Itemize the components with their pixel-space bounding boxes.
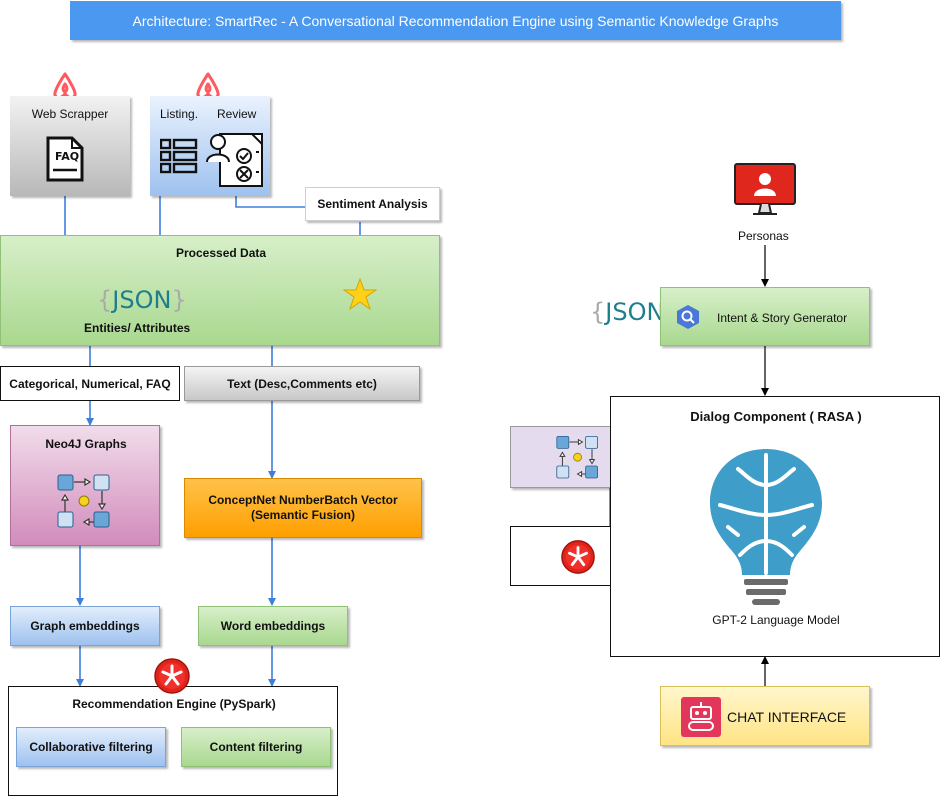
listing-review-node: Listing. Review	[150, 96, 270, 196]
dialog-label: Dialog Component ( RASA )	[690, 409, 862, 424]
word-embeddings-label: Word embeddings	[220, 619, 326, 633]
review-label: Review	[217, 107, 257, 121]
json-label: JSON	[605, 298, 665, 326]
listing-icon	[160, 138, 198, 174]
brain-lightbulb-icon	[710, 449, 822, 605]
spark-badge-icon	[561, 540, 595, 574]
sentiment-analysis-node: Sentiment Analysis	[305, 187, 440, 221]
processed-data-label: Processed Data	[176, 246, 267, 260]
web-scrapper-node: Web Scrapper FAQ	[10, 96, 130, 196]
graph-network-icon	[556, 436, 598, 479]
personas-label: Personas	[738, 229, 789, 243]
json-icon: {JSON}	[97, 286, 187, 314]
chat-robot-icon	[681, 697, 721, 737]
content-label: Content filtering	[209, 740, 303, 754]
text-label: Text (Desc,Comments etc)	[227, 376, 377, 391]
content-filtering-node: Content filtering	[181, 727, 331, 767]
cloud-search-icon	[677, 305, 699, 329]
persona-monitor-icon	[734, 163, 796, 215]
rec-engine-label: Recommendation Engine (PySpark)	[72, 697, 276, 711]
gpt2-label: GPT-2 Language Model	[712, 613, 840, 627]
title-banner: Architecture: SmartRec - A Conversationa…	[70, 1, 841, 40]
chat-label: CHAT INTERFACE	[727, 709, 847, 725]
collaborative-label: Collaborative filtering	[29, 740, 153, 754]
collaborative-filtering-node: Collaborative filtering	[16, 727, 166, 767]
conceptnet-line1: ConceptNet NumberBatch Vector	[208, 493, 398, 507]
graph-embeddings-node: Graph embeddings	[10, 606, 160, 646]
dialog-component-node: Dialog Component ( RASA ) GPT-2 Language…	[610, 396, 940, 657]
categorical-label: Categorical, Numerical, FAQ	[9, 376, 171, 391]
intent-label: Intent & Story Generator	[717, 311, 848, 325]
web-scrapper-label: Web Scrapper	[31, 107, 109, 121]
word-embeddings-node: Word embeddings	[198, 606, 348, 646]
conceptnet-line2: (Semantic Fusion)	[250, 508, 355, 522]
sentiment-label: Sentiment Analysis	[317, 197, 428, 211]
airbnb-logo-icon	[53, 72, 77, 100]
title-text: Architecture: SmartRec - A Conversationa…	[132, 12, 779, 29]
graph-network-icon	[57, 474, 110, 528]
review-icon	[206, 133, 263, 187]
processed-data-node: Processed Data {JSON} Entities/ Attribut…	[0, 235, 440, 346]
entities-label: Entities/ Attributes	[84, 321, 191, 335]
json-label: JSON	[112, 286, 172, 314]
conceptnet-node: ConceptNet NumberBatch Vector (Semantic …	[184, 478, 422, 538]
graph-embeddings-label: Graph embeddings	[30, 619, 140, 633]
star-icon	[343, 278, 377, 310]
airbnb-logo-icon	[196, 72, 220, 100]
intent-story-generator-node: Intent & Story Generator	[660, 287, 870, 346]
spark-badge-icon	[154, 658, 190, 694]
faq-document-icon	[46, 136, 84, 182]
neo4j-graphs-node: Neo4J Graphs	[10, 425, 160, 546]
chat-interface-node: CHAT INTERFACE	[660, 686, 870, 746]
recommendation-engine-node: Recommendation Engine (PySpark) Collabor…	[8, 686, 338, 796]
neo4j-label: Neo4J Graphs	[45, 437, 127, 451]
text-node: Text (Desc,Comments etc)	[184, 366, 420, 401]
listing-label: Listing.	[160, 107, 199, 121]
categorical-node: Categorical, Numerical, FAQ	[0, 366, 180, 401]
faq-icon-text: FAQ	[55, 150, 80, 163]
